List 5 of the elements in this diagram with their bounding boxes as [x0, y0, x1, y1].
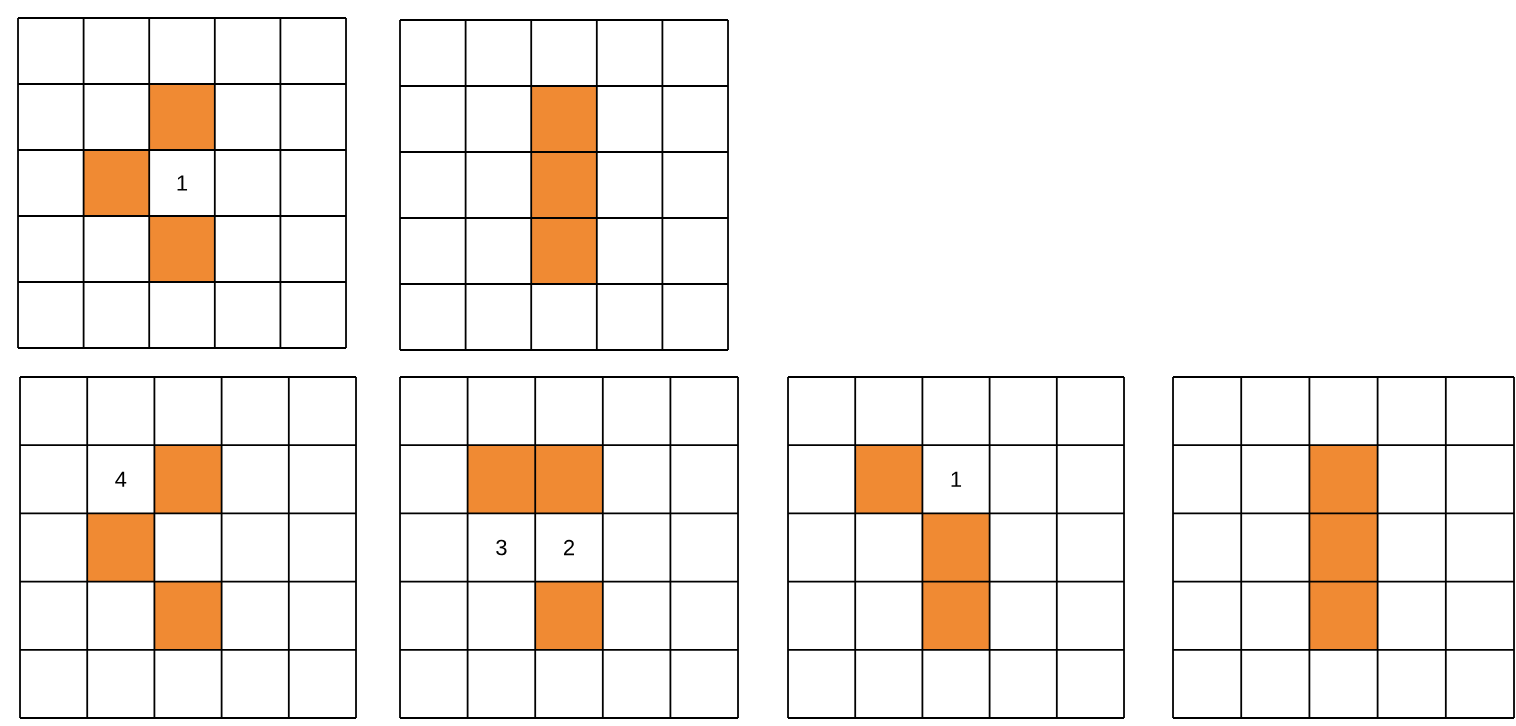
cell-number: 1: [177, 175, 188, 191]
cell-number: 4: [115, 471, 127, 487]
cell-number: 3: [496, 539, 507, 556]
cell-number: 1: [951, 471, 962, 487]
cell-number: 2: [564, 539, 574, 556]
